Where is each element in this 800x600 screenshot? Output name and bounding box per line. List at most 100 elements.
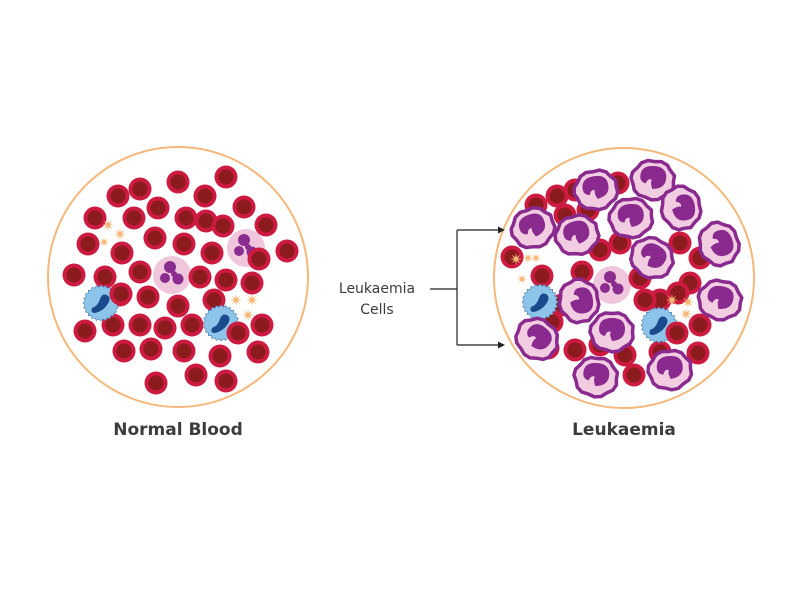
leukaemia-cell <box>628 235 676 280</box>
lymphocyte-nucleus <box>649 316 668 335</box>
rbc-center <box>215 218 231 234</box>
red-blood-cell <box>665 321 689 345</box>
red-blood-cell <box>214 165 238 189</box>
red-blood-cell <box>200 241 224 265</box>
leukaemia-cell-nucleus <box>641 243 667 268</box>
red-blood-cell <box>530 264 554 288</box>
rbc-center <box>157 320 173 336</box>
red-blood-cell <box>143 226 167 250</box>
rbc-center <box>204 245 220 261</box>
red-blood-cell <box>76 232 100 256</box>
leukaemia-cell-nucleus <box>672 194 696 221</box>
leukaemia-cell <box>509 206 557 250</box>
red-blood-cell <box>93 265 117 289</box>
platelet <box>531 253 541 263</box>
lymphocyte <box>521 283 559 321</box>
red-blood-cell <box>188 265 212 289</box>
arrow-lines <box>430 229 499 346</box>
neutrophil-lobe <box>238 234 250 246</box>
rbc-center <box>198 213 214 229</box>
rbc-center <box>110 188 126 204</box>
lymphocyte-nucleus <box>530 293 549 312</box>
rbc-center <box>176 236 192 252</box>
platelet <box>517 274 527 284</box>
red-blood-cell <box>62 263 86 287</box>
rbc-center <box>637 292 653 308</box>
leukaemia-cell-nucleus <box>599 318 625 341</box>
rbc-center <box>567 342 583 358</box>
red-blood-cell <box>153 316 177 340</box>
leukaemia-label: Leukaemia <box>572 420 676 440</box>
platelet <box>246 294 258 306</box>
red-blood-cell <box>232 195 256 219</box>
red-blood-cell <box>214 369 238 393</box>
red-blood-cell <box>106 184 130 208</box>
leukaemia-cell-nucleus <box>570 287 594 314</box>
red-blood-cell <box>202 288 226 312</box>
rbc-center <box>592 242 608 258</box>
rbc-center <box>652 292 668 308</box>
rbc-center <box>254 317 270 333</box>
neutrophil <box>153 256 191 294</box>
rbc-center <box>116 343 132 359</box>
neutrophil-lobe <box>171 271 177 277</box>
leukaemia-cell <box>697 220 741 268</box>
red-blood-cell <box>246 340 270 364</box>
rbc-center <box>188 367 204 383</box>
rbc-center <box>132 264 148 280</box>
leukaemia-cell-nucleus <box>518 213 546 237</box>
leukaemia-cell <box>553 213 601 256</box>
rbc-center <box>170 174 186 190</box>
leukaemia-cell <box>696 278 744 322</box>
leukaemia-circle <box>493 147 755 409</box>
red-blood-cell <box>110 241 134 265</box>
red-blood-cell <box>112 339 136 363</box>
rbc-center <box>218 373 234 389</box>
red-blood-cell <box>214 268 238 292</box>
red-blood-cell <box>180 313 204 337</box>
neutrophil-lobe <box>245 244 251 250</box>
rbc-center <box>132 181 148 197</box>
rbc-center <box>690 345 706 361</box>
rbc-center <box>692 317 708 333</box>
rbc-center <box>178 210 194 226</box>
rbc-center <box>612 235 628 251</box>
rbc-center <box>147 230 163 246</box>
platelet <box>680 308 692 320</box>
neutrophil-lobe <box>160 273 170 283</box>
leukaemia-cell <box>659 184 703 232</box>
rbc-center <box>132 317 148 333</box>
rbc-center <box>218 272 234 288</box>
platelet <box>682 296 694 308</box>
platelet <box>99 237 109 247</box>
red-blood-cell <box>122 206 146 230</box>
rbc-center <box>66 267 82 283</box>
leukaemia-cell <box>557 277 601 325</box>
neutrophil-lobe <box>611 281 617 287</box>
rbc-center <box>251 251 267 267</box>
red-blood-cell <box>174 206 198 230</box>
leukaemia-cell-nucleus <box>582 175 609 199</box>
leukaemia-cell-nucleus <box>710 229 734 257</box>
rbc-center <box>534 268 550 284</box>
normal-blood-label: Normal Blood <box>113 420 243 440</box>
red-blood-cell <box>136 285 160 309</box>
red-blood-cell <box>166 294 190 318</box>
red-blood-cell <box>193 184 217 208</box>
leukaemia-cells-callout: Leukaemia Cells <box>327 279 427 321</box>
platelet <box>666 294 678 306</box>
red-blood-cell <box>250 313 274 337</box>
neutrophil <box>593 266 631 304</box>
neutrophil-lobe <box>234 246 244 256</box>
red-blood-cell <box>184 363 208 387</box>
rbc-center <box>244 275 260 291</box>
leukaemia-cell-nucleus <box>656 355 683 379</box>
red-blood-cell <box>101 313 125 337</box>
rbc-center <box>626 367 642 383</box>
rbc-center <box>170 298 186 314</box>
rbc-center <box>105 317 121 333</box>
red-blood-cell <box>254 213 278 237</box>
rbc-center <box>206 292 222 308</box>
rbc-center <box>236 199 252 215</box>
